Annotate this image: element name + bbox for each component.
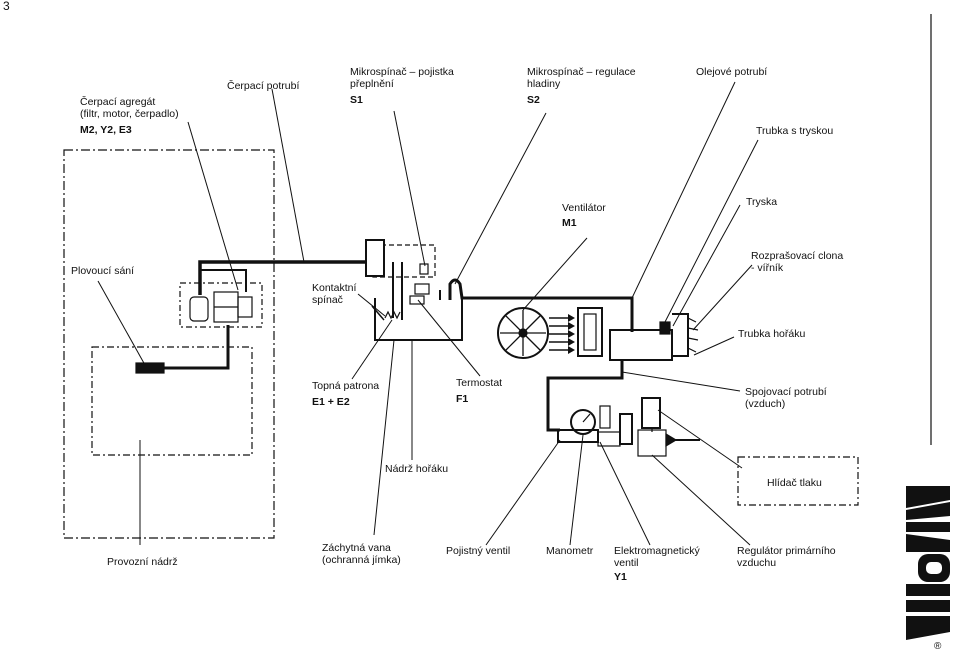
label-microswitch-level-code: S2 xyxy=(527,94,540,106)
level-float xyxy=(414,283,430,295)
label-burner-tube: Trubka hořáku xyxy=(738,328,806,340)
manometer-needle xyxy=(582,413,591,423)
floating-suction-float xyxy=(135,362,165,374)
diffuser-shape xyxy=(687,317,699,353)
label-burner-tank: Nádrž hořáku xyxy=(385,463,449,475)
safety-valve-shape xyxy=(599,405,611,429)
label-microswitch-level-line2: hladiny xyxy=(527,78,561,90)
solenoid-valve-shape xyxy=(619,413,633,445)
pump-head-shape xyxy=(237,296,253,318)
label-solenoid-valve-line2: ventil xyxy=(614,557,639,569)
burner-tank xyxy=(374,298,463,341)
label-heating-cartridge-code: E1 + E2 xyxy=(312,396,350,408)
page-number: 3 xyxy=(3,0,10,13)
label-solenoid-valve: Elektromagnetický ventil Y1 xyxy=(614,545,700,583)
microswitch-s1-block xyxy=(365,239,385,277)
label-drip-tray-line2: (ochranná jímka) xyxy=(322,554,401,566)
label-microswitch-level-line1: Mikrospínač – regulace xyxy=(527,66,636,78)
label-contact-switch-line1: Kontaktní xyxy=(312,282,357,294)
air-damper xyxy=(577,307,603,357)
label-diffuser-line1: Rozprašovací clona xyxy=(751,250,844,262)
label-drip-tray-line1: Záchytná vana xyxy=(322,542,391,554)
label-fan-code: M1 xyxy=(562,217,577,229)
operating-tank-outline xyxy=(91,346,253,456)
air-regulator-shape xyxy=(637,429,667,457)
label-diffuser: Rozprašovací clona - vířník xyxy=(751,250,843,274)
label-thermostat: Termostat F1 xyxy=(456,377,502,405)
label-microswitch-overflow-line1: Mikrospínač – pojistka xyxy=(350,66,454,78)
label-microswitch-level: Mikrospínač – regulace hladiny S2 xyxy=(527,66,636,106)
label-heating-cartridge-line1: Topná patrona xyxy=(312,380,380,392)
label-safety-valve: Pojistný ventil xyxy=(446,545,511,557)
heating-cartridge-shape xyxy=(384,310,401,320)
label-thermostat-line1: Termostat xyxy=(456,377,503,389)
label-solenoid-valve-code: Y1 xyxy=(614,571,627,583)
label-pump-unit-line1: Čerpací agregát xyxy=(80,96,156,108)
label-pump-pipe: Čerpací potrubí xyxy=(227,80,300,92)
label-manometer: Manometr xyxy=(546,545,594,557)
label-connecting-pipe-line2: (vzduch) xyxy=(745,398,786,410)
manometer-shape xyxy=(570,409,596,435)
leader-lines xyxy=(97,81,759,546)
pressure-guard-box xyxy=(737,456,859,506)
burner-tube xyxy=(609,329,673,361)
filter-shape xyxy=(189,296,209,322)
label-contact-switch-line2: spínač xyxy=(312,294,343,306)
fan-housing xyxy=(497,307,549,359)
label-fan-line1: Ventilátor xyxy=(562,202,606,214)
label-drip-tray: Záchytná vana (ochranná jímka) xyxy=(322,542,401,566)
label-connecting-pipe: Spojovací potrubí (vzduch) xyxy=(745,386,827,410)
burner-head xyxy=(672,313,689,357)
label-air-regulator-line1: Regulátor primárního xyxy=(737,545,836,557)
label-air-regulator: Regulátor primárního vzduchu xyxy=(737,545,836,569)
microswitch-s2-block xyxy=(419,263,429,275)
label-air-regulator-line2: vzduchu xyxy=(737,557,777,569)
air-damper-inner xyxy=(583,313,597,351)
registered-mark: ® xyxy=(934,641,942,652)
label-operating-tank: Provozní nádrž xyxy=(107,556,178,568)
label-pump-unit-code: M2, Y2, E3 xyxy=(80,124,132,136)
label-contact-switch: Kontaktní spínač xyxy=(312,282,356,306)
pressure-guard-shape xyxy=(641,397,661,429)
label-floating-suction: Plovoucí sání xyxy=(71,265,135,277)
thermostat-block xyxy=(409,295,425,305)
air-inlet-arrowhead xyxy=(665,432,678,448)
label-microswitch-overflow-line2: přeplnění xyxy=(350,78,394,90)
label-heating-cartridge: Topná patrona E1 + E2 xyxy=(312,380,379,408)
label-oil-pipe: Olejové potrubí xyxy=(696,66,768,78)
kroll-logo-icon xyxy=(906,480,950,640)
pump-unit-enclosure xyxy=(63,149,275,539)
pump-pipe xyxy=(198,260,370,295)
label-microswitch-overflow-code: S1 xyxy=(350,94,363,106)
nozzle-shape xyxy=(659,321,671,335)
label-connecting-pipe-line1: Spojovací potrubí xyxy=(745,386,827,398)
label-thermostat-code: F1 xyxy=(456,393,469,405)
oil-pipe xyxy=(448,278,634,332)
suction-pipe xyxy=(140,325,230,370)
label-nozzle-tube: Trubka s tryskou xyxy=(756,125,834,137)
pump-return-pipe xyxy=(200,269,247,292)
label-pressure-guard: Hlídač tlaku xyxy=(767,477,822,489)
pump-aggregate-box xyxy=(179,282,263,328)
contact-switch-shape xyxy=(371,305,385,321)
airflow-arrows xyxy=(549,317,568,351)
label-pump-unit: Čerpací agregát (filtr, motor, čerpadlo)… xyxy=(80,96,179,136)
airflow-arrowheads xyxy=(568,314,575,354)
label-pump-unit-line2: (filtr, motor, čerpadlo) xyxy=(80,108,179,120)
label-diffuser-line2: - vířník xyxy=(751,262,784,274)
label-nozzle: Tryska xyxy=(746,196,778,208)
label-microswitch-overflow: Mikrospínač – pojistka přeplnění S1 xyxy=(350,66,454,106)
label-solenoid-valve-line1: Elektromagnetický xyxy=(614,545,700,557)
label-fan: Ventilátor M1 xyxy=(562,202,606,229)
fan-blades xyxy=(500,310,546,356)
